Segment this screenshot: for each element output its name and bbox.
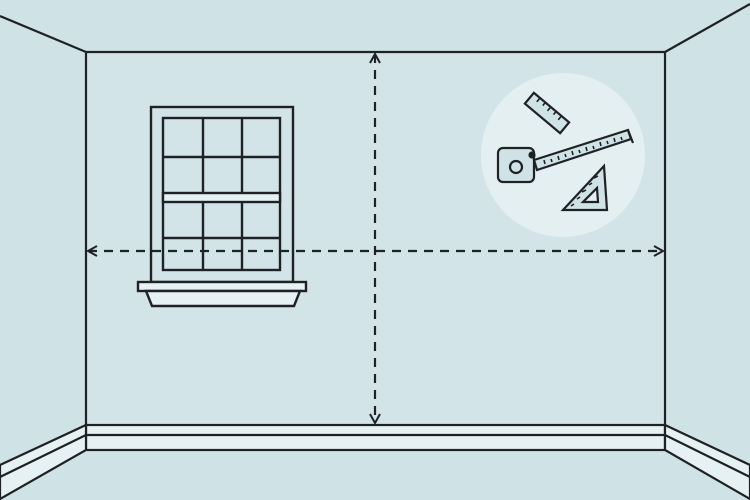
window-icon <box>136 105 308 308</box>
baseboard <box>0 423 750 500</box>
set-square-icon <box>560 163 609 212</box>
ruler-icon <box>523 91 571 135</box>
tape-measure-icon <box>496 128 635 184</box>
tools-badge <box>481 73 645 237</box>
